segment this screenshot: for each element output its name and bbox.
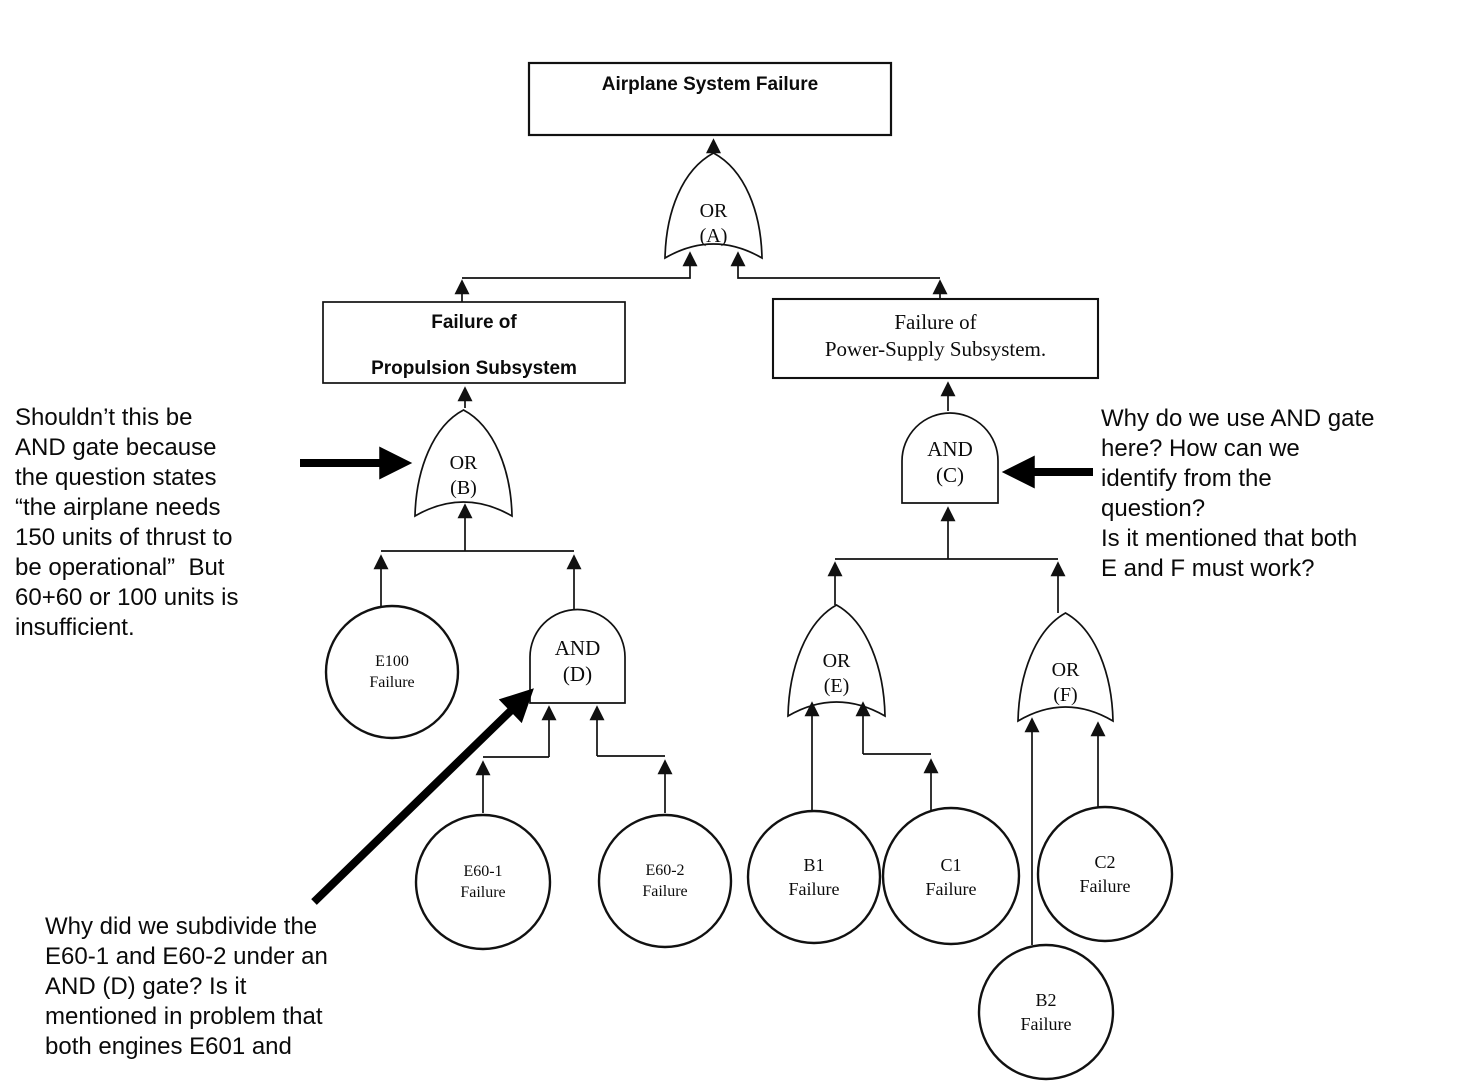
basic-event-e60-1-label: E60-1 Failure: [460, 863, 506, 901]
basic-event-e100-label: E100 Failure: [369, 653, 415, 691]
annotation-left-comment: Shouldn’t this be AND gate because the q…: [15, 404, 239, 641]
and-gate-c-label: AND (C): [927, 437, 973, 487]
and-gate-d-shape: [529, 608, 626, 704]
or-gate-e-label: OR (E): [822, 650, 851, 697]
basic-event-e60-2-circle: [597, 813, 733, 949]
and-gate-d-label: AND (D): [554, 636, 601, 686]
connector-line: [462, 251, 698, 279]
or-gate-e-shape: [787, 604, 886, 718]
or-gate-a-shape: [664, 152, 763, 260]
annotation-arrow-diagonal-icon: [311, 688, 534, 905]
or-gate-f-label: OR (F): [1051, 659, 1080, 706]
root-event-box: [527, 61, 893, 137]
basic-event-e60-1-circle: [414, 813, 552, 951]
basic-event-b2-circle: [977, 943, 1115, 1081]
basic-event-b1-circle: [746, 809, 882, 945]
basic-event-e60-2-label: E60-2 Failure: [642, 862, 688, 900]
power-subsystem-box: [771, 297, 1100, 380]
basic-event-b1-label: B1 Failure: [788, 855, 840, 899]
annotation-right-comment: Why do we use AND gate here? How can we …: [1101, 405, 1375, 582]
basic-event-c2-circle: [1036, 805, 1174, 943]
or-gate-b-label: OR (B): [449, 452, 478, 499]
annotation-arrows: [300, 446, 1093, 905]
or-gate-f-shape: [1017, 612, 1114, 723]
and-gate-c-shape: [901, 412, 999, 504]
propulsion-subsystem-box: [322, 301, 626, 384]
basic-event-e100-circle: [324, 604, 460, 740]
basic-event-c1-circle: [881, 806, 1021, 946]
basic-event-c2-label: C2 Failure: [1079, 852, 1131, 896]
basic-event-c1-label: C1 Failure: [925, 855, 977, 899]
connector-line: [730, 251, 940, 279]
propulsion-subsystem-label: Failure of Propulsion Subsystem: [371, 312, 577, 379]
root-event-label: Airplane System Failure: [601, 74, 819, 95]
or-gate-b-shape: [414, 409, 513, 518]
gate-shapes: [414, 152, 1114, 723]
connectors: [373, 138, 1106, 945]
or-gate-a-label: OR (A): [699, 200, 728, 247]
annotation-bottom-left-comment: Why did we subdivide the E60-1 and E60-2…: [45, 913, 328, 1060]
power-subsystem-label: Failure of Power-Supply Subsystem.: [824, 310, 1047, 361]
basic-event-b2-label: B2 Failure: [1020, 990, 1072, 1034]
event-boxes: [322, 61, 1100, 384]
basic-event-circles: [324, 604, 1174, 1081]
